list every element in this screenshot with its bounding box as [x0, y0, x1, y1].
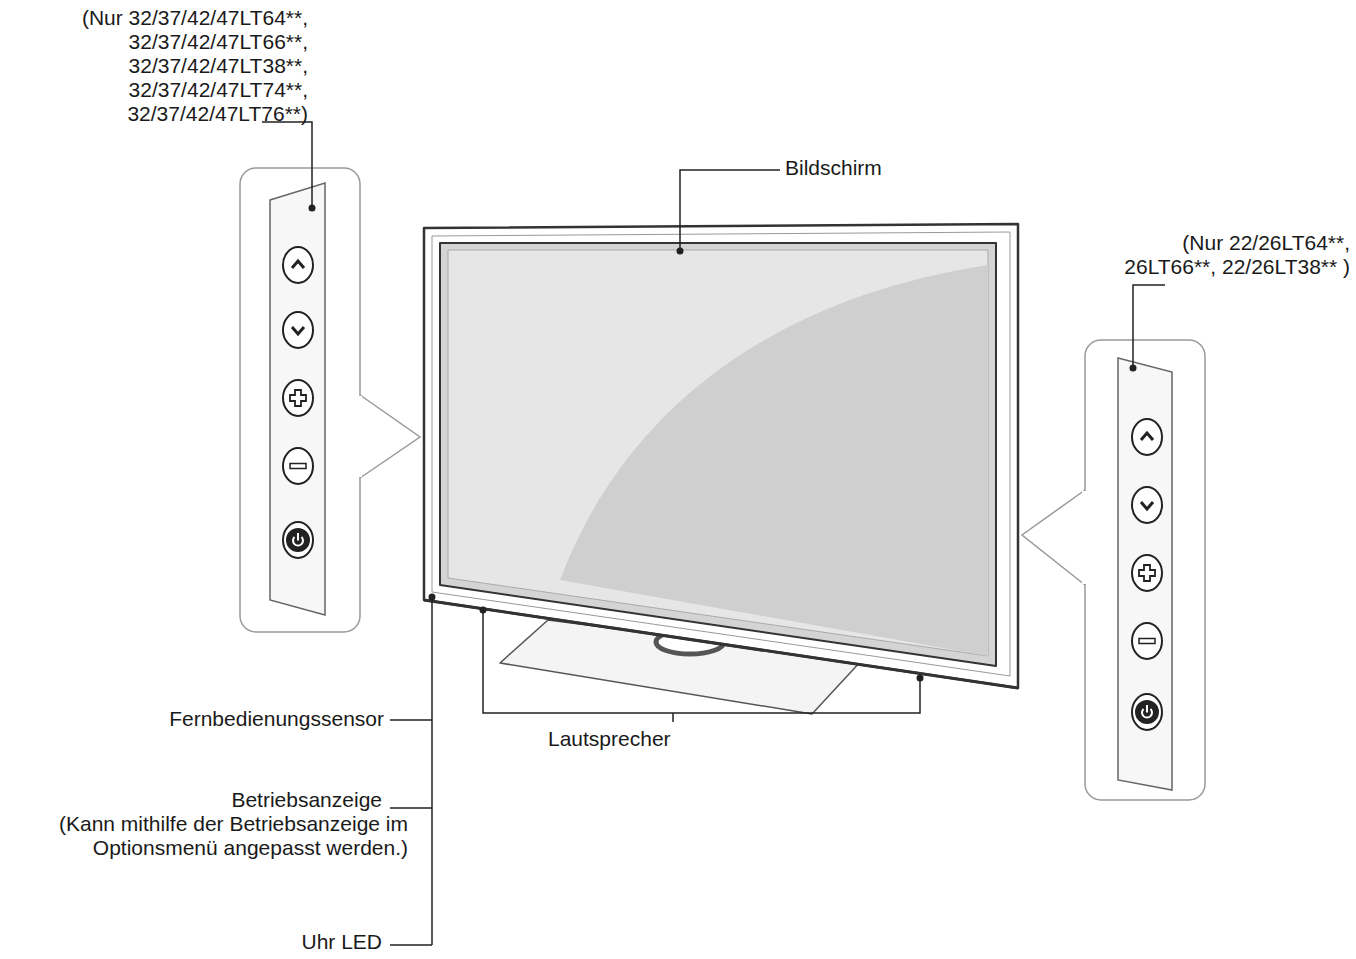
tv-button — [283, 247, 313, 283]
tv-button — [283, 522, 313, 558]
model-note: (Nur 22/26LT64**, 26LT66**, 22/26LT38** … — [1120, 231, 1350, 279]
button-icon — [292, 261, 304, 268]
button-icon — [1146, 705, 1148, 713]
tv-button — [283, 380, 313, 416]
part-note: (Kann mithilfe der Betriebsanzeige im Op… — [10, 812, 408, 860]
button-icon — [287, 529, 309, 551]
button-icon — [290, 390, 306, 406]
part-name: Betriebsanzeige — [100, 788, 382, 812]
button-icon — [297, 533, 299, 541]
tv-button — [1132, 555, 1162, 591]
button-icon — [1136, 701, 1158, 723]
part-name: Bildschirm — [785, 156, 882, 180]
tv-button — [1132, 487, 1162, 523]
button-icon — [292, 327, 304, 334]
tv-button — [1132, 623, 1162, 659]
tv-button — [1132, 419, 1162, 455]
part-name: Lautsprecher — [548, 727, 671, 751]
tv-button — [283, 448, 313, 484]
button-icon — [1139, 565, 1155, 581]
part-name: Fernbedienungssensor — [169, 707, 384, 731]
button-icon — [1141, 433, 1153, 440]
part-name: Uhr LED — [200, 930, 382, 954]
tv-button — [1132, 694, 1162, 730]
model-note: (Nur 32/37/42/47LT64**, 32/37/42/47LT66*… — [8, 6, 308, 126]
button-icon — [1141, 502, 1153, 509]
button-icon — [290, 464, 306, 469]
button-icon — [1139, 639, 1155, 644]
tv-button — [283, 312, 313, 348]
